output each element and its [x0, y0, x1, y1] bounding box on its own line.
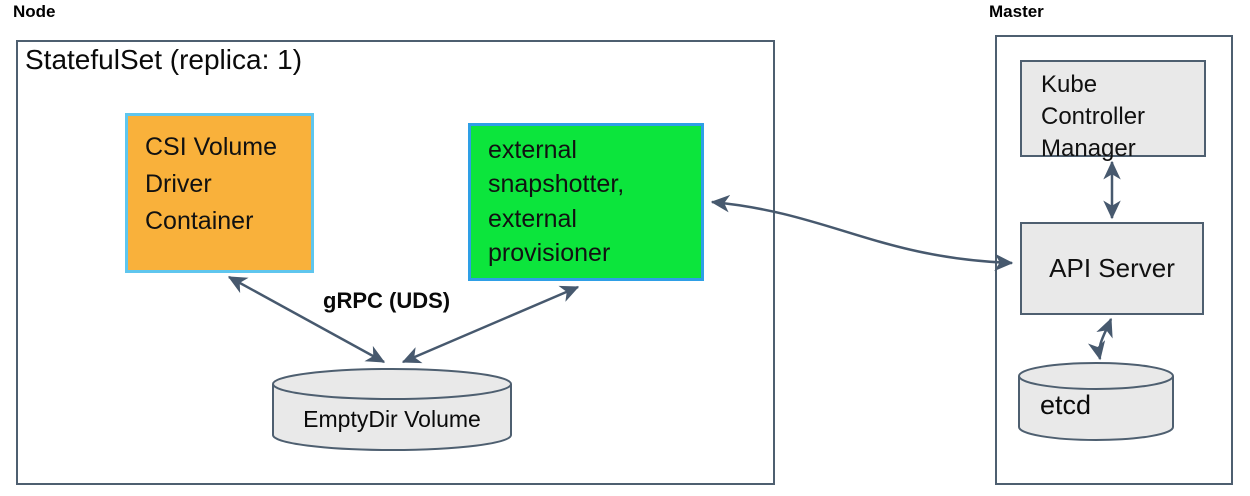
csi-box-line: CSI Volume — [145, 133, 278, 161]
master-section-label: Master — [989, 2, 1044, 21]
etcd-label: etcd — [1040, 390, 1092, 420]
external-box-line: external — [488, 136, 577, 164]
external-box-line: provisioner — [488, 238, 611, 267]
api-server-box: API Server — [1020, 222, 1204, 315]
external-snapshotter-provisioner-box: external snapshotter, external provision… — [468, 123, 704, 281]
external-box-line: external — [488, 204, 577, 233]
statefulset-label: StatefulSet (replica: 1) — [25, 44, 303, 75]
csi-volume-driver-container-box: CSI Volume Driver Container — [125, 113, 314, 273]
grpc-uds-label: gRPC (UDS) — [323, 288, 451, 313]
external-box-line: snapshotter, — [488, 170, 625, 199]
emptydir-volume-label: EmptyDir Volume — [303, 406, 481, 432]
api-server-label: API Server — [1049, 253, 1175, 283]
csi-box-line: Driver — [145, 170, 212, 198]
kcm-box-line: Manager — [1041, 134, 1136, 162]
node-section-label: Node — [13, 2, 56, 21]
kube-controller-manager-box: Kube Controller Manager — [1020, 60, 1206, 162]
kcm-box-line: Kube — [1041, 71, 1098, 98]
csi-box-line: Container — [145, 207, 254, 235]
kcm-box-line: Controller — [1041, 102, 1146, 130]
